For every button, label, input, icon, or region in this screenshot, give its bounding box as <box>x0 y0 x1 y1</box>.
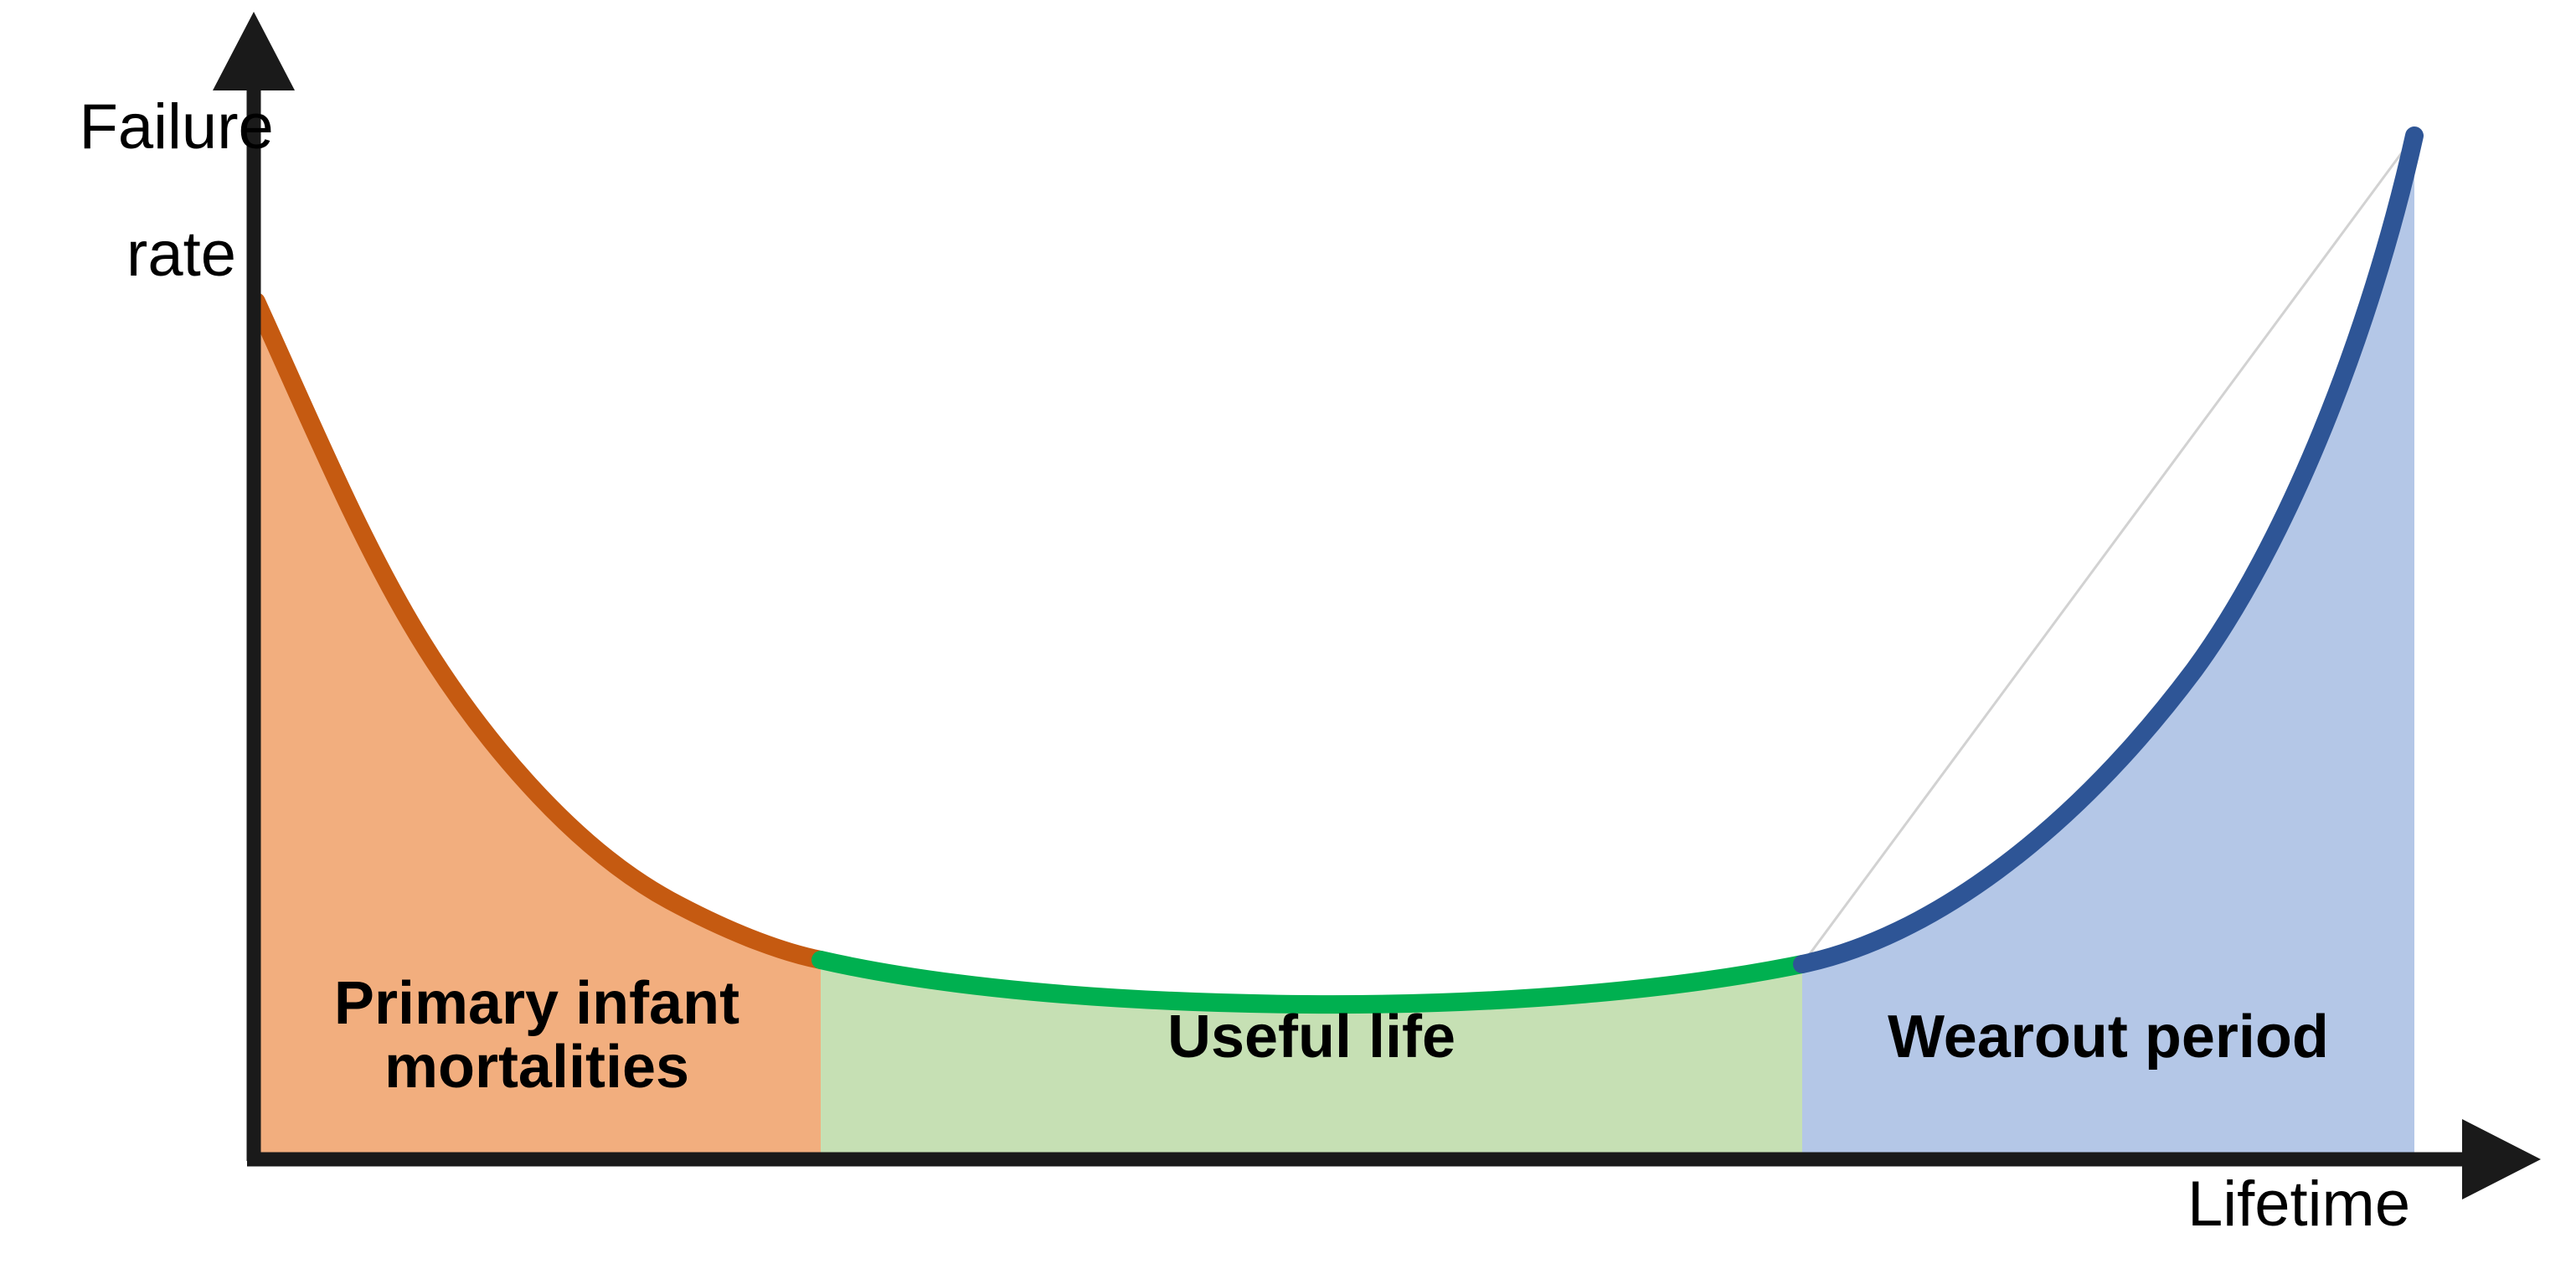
axes <box>213 12 2541 1200</box>
region-label-wearout-period: Wearout period <box>1888 1003 2329 1071</box>
y-axis-title-line1: Failure <box>79 91 274 163</box>
area-wearout-period <box>1802 136 2414 1154</box>
x-axis-title: Lifetime <box>2187 1169 2411 1240</box>
curve-primary-infant-mortalities <box>247 292 830 969</box>
area-useful-life <box>821 960 1802 1154</box>
area-primary-infant-mortalities <box>256 302 821 1154</box>
y-axis-title: Failure rate <box>8 32 273 414</box>
region-label-primary-infant-mortalities: Primary infant mortalities <box>333 970 740 1101</box>
reference-chord-line <box>1801 135 2416 965</box>
y-axis-title-line2: rate <box>126 219 236 290</box>
y-axis-arrowhead-icon <box>213 12 295 90</box>
curve-useful-life <box>811 951 1811 1014</box>
curve-wearout-period <box>1793 126 2424 973</box>
curve-strokes <box>247 126 2424 1014</box>
region-label-useful-life: Useful life <box>1167 1003 1456 1071</box>
x-axis-arrowhead-icon <box>2462 1119 2541 1200</box>
